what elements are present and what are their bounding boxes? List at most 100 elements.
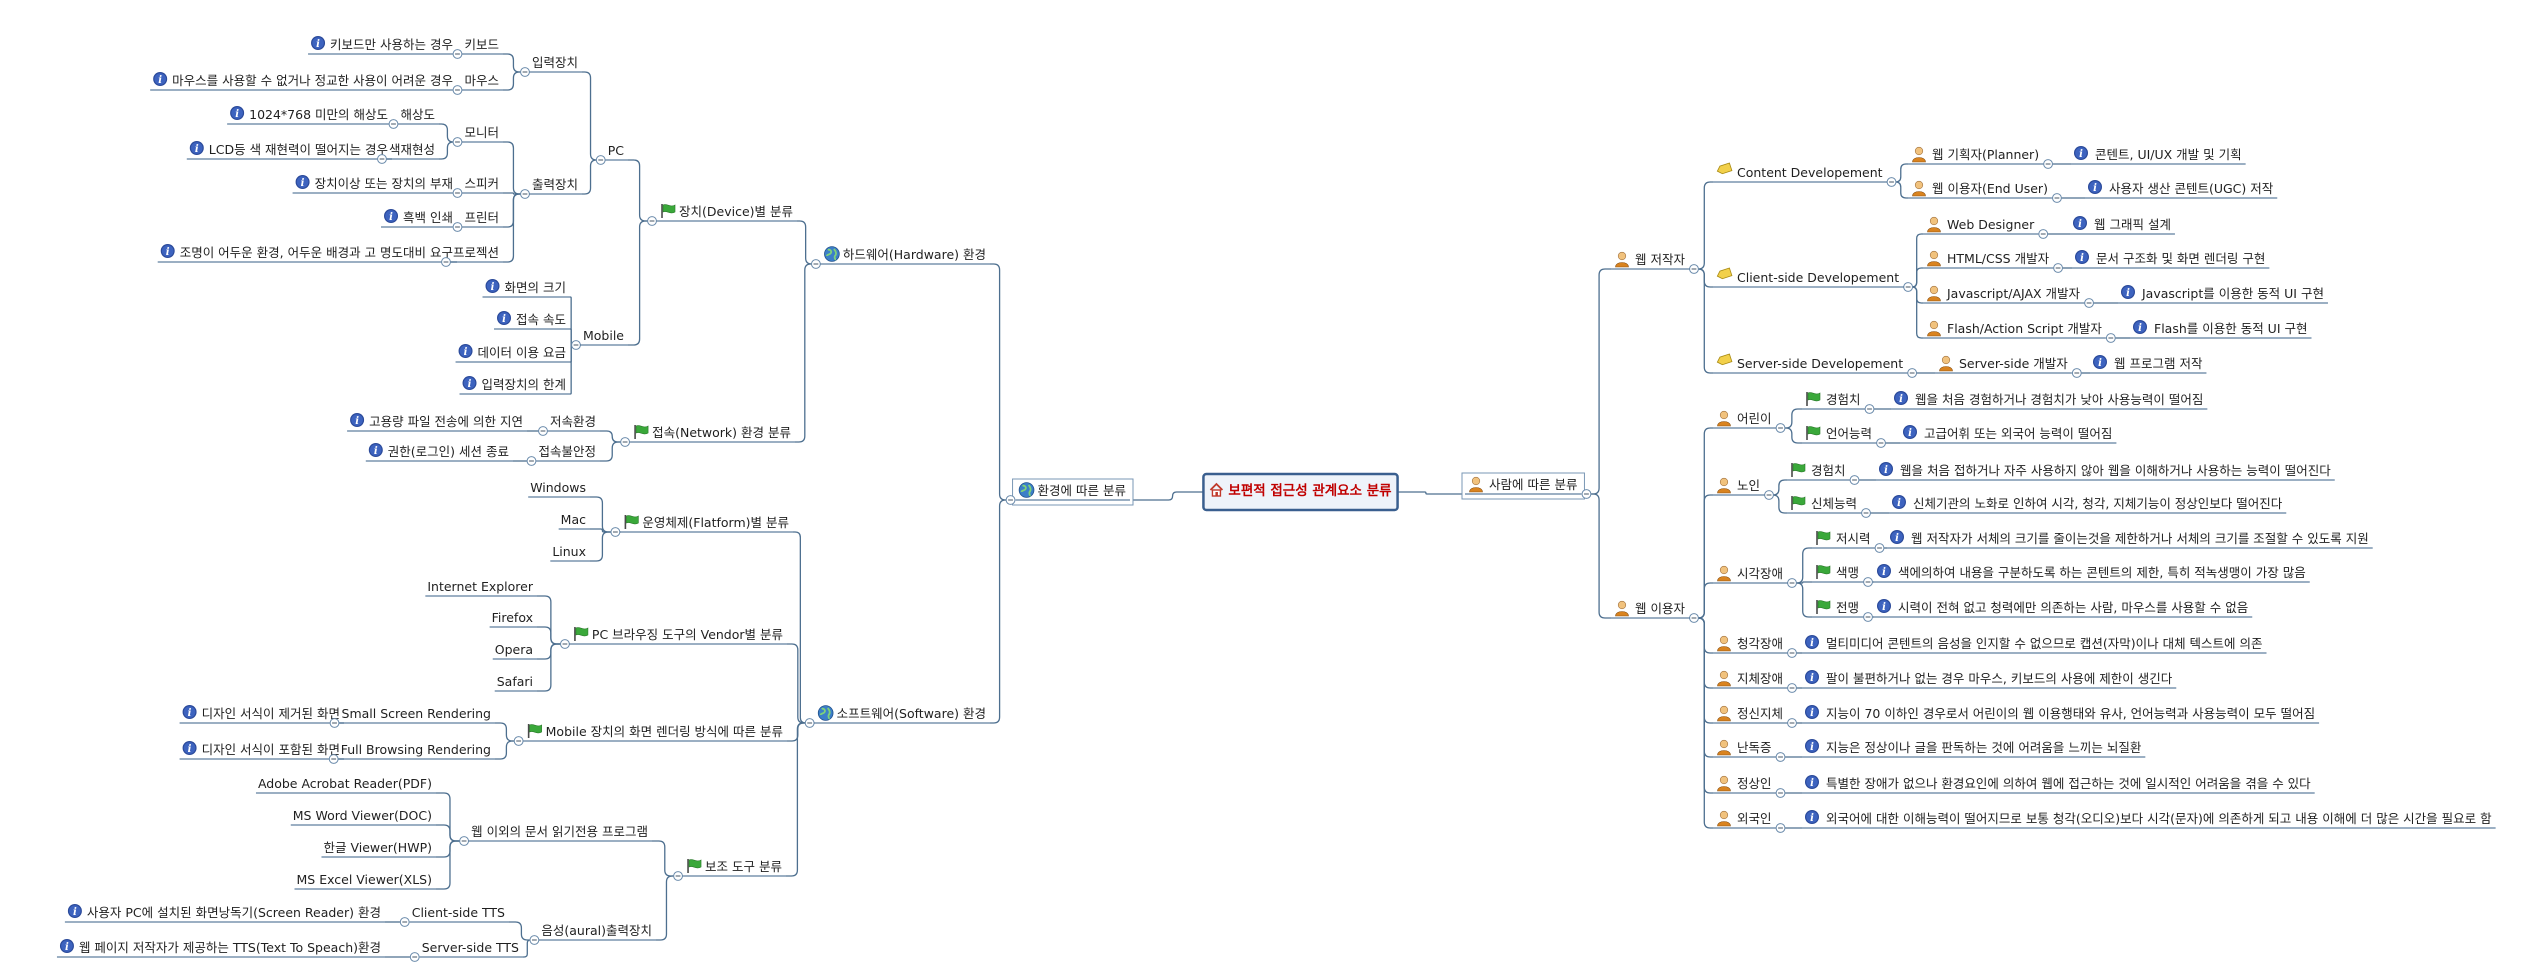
collapse-toggle-icon[interactable] xyxy=(1863,577,1873,587)
collapse-toggle-icon[interactable] xyxy=(328,754,339,764)
collapse-toggle-icon[interactable] xyxy=(560,639,570,649)
node-ssr-n[interactable]: 디자인 서식이 제거된 화면 xyxy=(179,705,344,724)
collapse-toggle-icon[interactable] xyxy=(1787,578,1797,588)
collapse-toggle-icon[interactable] xyxy=(1775,423,1786,433)
node-res[interactable]: 해상도 xyxy=(398,107,439,125)
node-lowv-n[interactable]: 웹 저작자가 서체의 크기를 줄이는것을 제한하거나 서체의 크기를 조절할 수… xyxy=(1887,530,2373,549)
node-low-n[interactable]: 고용량 파일 전송에 의한 지연 xyxy=(347,413,527,432)
collapse-toggle-icon[interactable] xyxy=(673,871,683,881)
node-dysl[interactable]: 난독증 xyxy=(1713,739,1776,758)
collapse-toggle-icon[interactable] xyxy=(2105,333,2116,343)
node-visual[interactable]: 시각장애 xyxy=(1713,565,1788,584)
collapse-toggle-icon[interactable] xyxy=(1876,438,1886,448)
node-kb-n[interactable]: 키보드만 사용하는 경우 xyxy=(308,36,457,55)
collapse-toggle-icon[interactable] xyxy=(1874,543,1885,553)
node-foreign-n[interactable]: 외국어에 대한 이해능력이 떨어지므로 보통 청각(오디오)보다 시각(문자)에… xyxy=(1802,810,2496,829)
node-blind-n[interactable]: 시력이 전혀 없고 청력에만 의존하는 사람, 마우스를 사용할 수 없음 xyxy=(1874,599,2253,618)
node-docv[interactable]: 웹 이외의 문서 읽기전용 프로그램 xyxy=(469,824,652,842)
node-phys[interactable]: 지체장애 xyxy=(1713,670,1788,689)
node-cexp-n[interactable]: 웹을 처음 경험하거나 경험치가 낮아 사용능력이 떨어짐 xyxy=(1891,391,2208,410)
node-safari[interactable]: Safari xyxy=(494,674,537,692)
node-prn-n[interactable]: 흑백 인쇄 xyxy=(381,209,457,228)
node-flash-n[interactable]: Flash를 이용한 동적 UI 구현 xyxy=(2130,320,2312,339)
collapse-toggle-icon[interactable] xyxy=(388,119,399,129)
collapse-toggle-icon[interactable] xyxy=(1849,475,1860,485)
collapse-toggle-icon[interactable] xyxy=(452,188,463,198)
node-htmlcss-n[interactable]: 문서 구조화 및 화면 렌더링 구현 xyxy=(2072,250,2270,269)
node-dysl-n[interactable]: 지능은 정상이나 글을 판독하는 것에 어려움을 느끼는 뇌질환 xyxy=(1802,739,2146,758)
node-mental[interactable]: 정신지체 xyxy=(1713,705,1788,724)
collapse-toggle-icon[interactable] xyxy=(529,935,540,945)
node-stts[interactable]: Server-side TTS xyxy=(419,940,523,958)
node-ms-n[interactable]: 마우스를 사용할 수 없거나 정교한 사용이 어려운 경우 xyxy=(150,72,457,91)
collapse-toggle-icon[interactable] xyxy=(1861,508,1871,518)
node-win[interactable]: Windows xyxy=(528,480,590,498)
collapse-toggle-icon[interactable] xyxy=(620,437,630,447)
node-unst-n[interactable]: 권한(로그인) 세션 종료 xyxy=(365,443,513,462)
collapse-toggle-icon[interactable] xyxy=(2038,229,2049,239)
collapse-toggle-icon[interactable] xyxy=(1886,177,1897,187)
node-monitor[interactable]: 모니터 xyxy=(462,125,503,143)
collapse-toggle-icon[interactable] xyxy=(1689,613,1699,623)
node-low[interactable]: 저속환경 xyxy=(547,414,600,432)
node-col[interactable]: 색재현성 xyxy=(386,142,439,160)
collapse-toggle-icon[interactable] xyxy=(1787,683,1797,693)
node-proj[interactable]: 프로젝션 xyxy=(450,245,503,263)
node-designer-n[interactable]: 웹 그래픽 설계 xyxy=(2070,216,2175,235)
collapse-toggle-icon[interactable] xyxy=(811,259,821,269)
collapse-toggle-icon[interactable] xyxy=(1907,368,1918,378)
node-printer[interactable]: 프린터 xyxy=(462,210,503,228)
collapse-toggle-icon[interactable] xyxy=(1863,612,1873,622)
node-xls[interactable]: MS Excel Viewer(XLS) xyxy=(294,872,437,890)
node-planner-n[interactable]: 콘텐트, UI/UX 개발 및 기획 xyxy=(2071,146,2246,165)
collapse-toggle-icon[interactable] xyxy=(1775,823,1786,833)
node-left[interactable]: 환경에 따른 분류 xyxy=(1012,478,1134,506)
collapse-toggle-icon[interactable] xyxy=(1005,495,1016,505)
node-phys-n[interactable]: 팔이 불편하거나 없는 경우 마우스, 키보드의 사용에 제한이 생긴다 xyxy=(1802,670,2177,689)
node-ebody-n[interactable]: 신체기관의 노화로 인하여 시각, 청각, 지체기능이 정상인보다 떨어진다 xyxy=(1889,495,2287,514)
node-hearing-n[interactable]: 멀티미디어 콘텐트의 음성을 인지할 수 없으므로 캡션(자막)이나 대체 텍스… xyxy=(1802,635,2267,654)
node-elder[interactable]: 노인 xyxy=(1713,477,1765,496)
node-child[interactable]: 어린이 xyxy=(1713,410,1776,429)
node-cblind-n[interactable]: 색에의하여 내용을 구분하도록 하는 콘텐트의 제한, 특히 적녹생맹이 가장 … xyxy=(1874,564,2310,583)
collapse-toggle-icon[interactable] xyxy=(1775,752,1786,762)
node-ebody[interactable]: 신체능력 xyxy=(1787,495,1862,514)
node-hw[interactable]: 하드웨어(Hardware) 환경 xyxy=(820,245,990,265)
node-eexp-n[interactable]: 웹을 처음 접하거나 자주 사용하지 않아 웹을 이해하거나 사용하는 능력이 … xyxy=(1876,462,2335,481)
node-planner[interactable]: 웹 기획자(Planner) xyxy=(1908,146,2044,165)
node-mac[interactable]: Mac xyxy=(558,512,590,530)
node-fbr-n[interactable]: 디자인 서식이 포함된 화면 xyxy=(179,741,344,760)
collapse-toggle-icon[interactable] xyxy=(329,718,340,728)
collapse-toggle-icon[interactable] xyxy=(595,155,606,165)
node-output[interactable]: 출력장치 xyxy=(529,177,582,195)
node-cblind[interactable]: 색맹 xyxy=(1812,564,1864,583)
node-assist[interactable]: 보조 도구 분류 xyxy=(683,858,786,877)
node-browser[interactable]: PC 브라우징 도구의 Vendor별 분류 xyxy=(569,626,787,645)
node-mobile[interactable]: Mobile xyxy=(580,328,628,346)
node-fbr[interactable]: Full Browsing Rendering xyxy=(338,742,495,760)
node-foreign[interactable]: 외국인 xyxy=(1713,810,1776,829)
node-js[interactable]: Javascript/AJAX 개발자 xyxy=(1923,285,2085,304)
collapse-toggle-icon[interactable] xyxy=(2084,298,2094,308)
collapse-toggle-icon[interactable] xyxy=(1787,648,1797,658)
node-speaker[interactable]: 스피커 xyxy=(462,176,503,194)
node-spk-n[interactable]: 장치이상 또는 장치의 부재 xyxy=(292,175,457,194)
collapse-toggle-icon[interactable] xyxy=(1581,489,1592,499)
node-acro[interactable]: Adobe Acrobat Reader(PDF) xyxy=(255,776,436,794)
collapse-toggle-icon[interactable] xyxy=(1903,282,1914,292)
node-htmlcss[interactable]: HTML/CSS 개발자 xyxy=(1923,250,2054,269)
collapse-toggle-icon[interactable] xyxy=(520,189,530,199)
node-unst[interactable]: 접속불안정 xyxy=(536,444,600,462)
node-mrender[interactable]: Mobile 장치의 화면 렌더링 방식에 따른 분류 xyxy=(523,723,787,742)
node-col-n[interactable]: LCD등 색 재현력이 떨어지는 경우 xyxy=(186,141,392,160)
collapse-toggle-icon[interactable] xyxy=(452,222,463,232)
node-enduser-n[interactable]: 사용자 생산 콘텐트(UGC) 저작 xyxy=(2085,180,2278,199)
node-ff[interactable]: Firefox xyxy=(489,610,537,628)
collapse-toggle-icon[interactable] xyxy=(409,952,420,962)
node-mob-3[interactable]: 데이터 이용 요금 xyxy=(455,344,570,363)
node-center[interactable]: 보편적 접근성 관계요소 분류 xyxy=(1202,472,1399,512)
node-hearing[interactable]: 청각장애 xyxy=(1713,635,1788,654)
collapse-toggle-icon[interactable] xyxy=(1764,490,1774,500)
node-clang[interactable]: 언어능력 xyxy=(1802,425,1877,444)
collapse-toggle-icon[interactable] xyxy=(647,216,657,226)
